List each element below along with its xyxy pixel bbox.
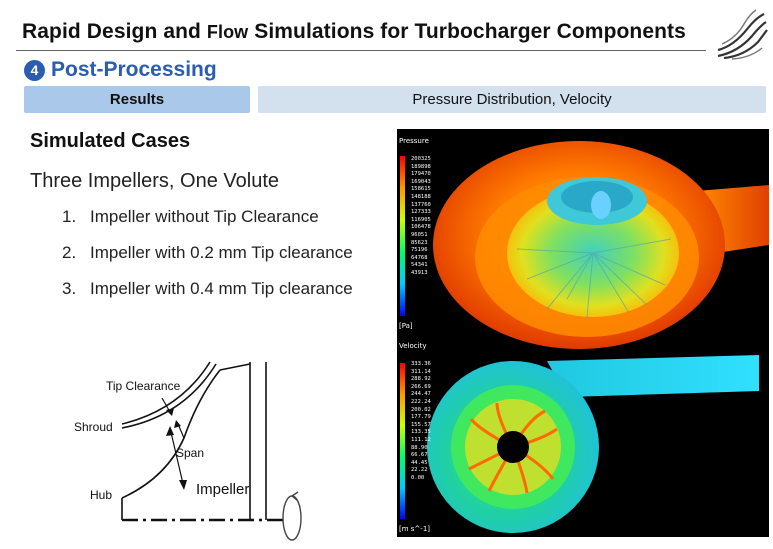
impeller-label: Impeller (196, 481, 249, 498)
simulated-cases-heading: Simulated Cases (30, 130, 191, 152)
company-logo-icon (714, 6, 768, 60)
legend-value: 155.57 (411, 421, 431, 428)
legend-value: 75196 (411, 247, 428, 254)
section-number-badge: 4 (24, 59, 45, 81)
legend-value: 44.45 (411, 459, 428, 466)
title-divider (16, 50, 706, 51)
list-item-number: 3. (62, 279, 77, 298)
title-part1: Rapid Design and (22, 20, 207, 43)
tip-clearance-label: Tip Clearance (106, 379, 181, 393)
legend-value: 116905 (411, 216, 431, 223)
legend-value: 85623 (411, 239, 428, 246)
legend-value: 244.47 (411, 391, 431, 398)
tab-pressure-distribution[interactable]: Pressure Distribution, Velocity (258, 86, 766, 113)
legend-value: 333.36 (411, 361, 431, 367)
section-label: Post-Processing (51, 58, 217, 81)
legend-value: 158615 (411, 186, 431, 193)
list-item: 2. Impeller with 0.2 mm Tip clearance (62, 242, 382, 264)
legend-value: 43913 (411, 269, 428, 276)
legend-value: 200.02 (411, 406, 431, 413)
list-item-text: Impeller with 0.4 mm Tip clearance (90, 279, 353, 298)
legend-value: 22.22 (411, 467, 428, 474)
legend-value: 111.12 (411, 436, 431, 443)
shroud-label: Shroud (74, 420, 113, 434)
list-item-text: Impeller without Tip Clearance (90, 207, 319, 226)
pressure-legend-title: Pressure (399, 137, 429, 145)
legend-value: 96051 (411, 231, 428, 238)
impeller-diagram: Tip Clearance Shroud Span Hub Impeller (74, 361, 302, 541)
list-item-number: 1. (62, 207, 77, 226)
cfd-visualization-panel: Pressure 200325 189898 179470 169043 158… (397, 129, 769, 537)
list-item: 3. Impeller with 0.4 mm Tip clearance (62, 278, 382, 300)
legend-value: 222.24 (411, 398, 431, 405)
legend-value: 127333 (411, 209, 431, 216)
legend-value: 133.35 (411, 429, 431, 436)
velocity-legend-title: Velocity (399, 342, 427, 350)
hub-label: Hub (90, 488, 112, 502)
velocity-legend-unit: [m s^-1] (399, 525, 430, 533)
tab-results[interactable]: Results (24, 86, 250, 113)
legend-value: 66.67 (411, 452, 428, 459)
legend-value: 266.69 (411, 383, 431, 390)
velocity-legend-values: 333.36 311.14 288.92 266.69 244.47 222.2… (411, 361, 431, 483)
span-label: Span (176, 446, 204, 460)
legend-value: 106478 (411, 224, 431, 231)
legend-value: 64768 (411, 254, 428, 261)
list-item: 1. Impeller without Tip Clearance (62, 206, 382, 228)
cases-subtitle: Three Impellers, One Volute (30, 170, 280, 192)
legend-value: 148188 (411, 193, 431, 200)
title-flow: Flow (206, 22, 249, 42)
slide-title: Rapid Design and Flow Simulations for Tu… (22, 20, 686, 44)
cases-list: 1. Impeller without Tip Clearance 2. Imp… (62, 206, 382, 314)
legend-value: 88.90 (411, 444, 428, 451)
legend-value: 54341 (411, 262, 428, 269)
pressure-legend-unit: [Pa] (399, 322, 413, 330)
legend-value: 200325 (411, 156, 431, 162)
list-item-number: 2. (62, 243, 77, 262)
legend-value: 179470 (411, 171, 431, 178)
legend-value: 137760 (411, 201, 431, 208)
cfd-render (400, 141, 769, 533)
legend-value: 177.79 (411, 414, 431, 421)
pressure-legend-values: 200325 189898 179470 169043 158615 14818… (411, 156, 431, 278)
legend-value: 169043 (411, 178, 431, 185)
list-item-text: Impeller with 0.2 mm Tip clearance (90, 243, 353, 262)
legend-value: 288.92 (411, 376, 431, 383)
legend-value: 311.14 (411, 368, 431, 375)
title-part2: Simulations for Turbocharger Components (248, 20, 686, 43)
section-heading: 4 Post-Processing (24, 58, 217, 82)
legend-value: 189898 (411, 163, 431, 170)
legend-value: 0.00 (411, 474, 425, 481)
